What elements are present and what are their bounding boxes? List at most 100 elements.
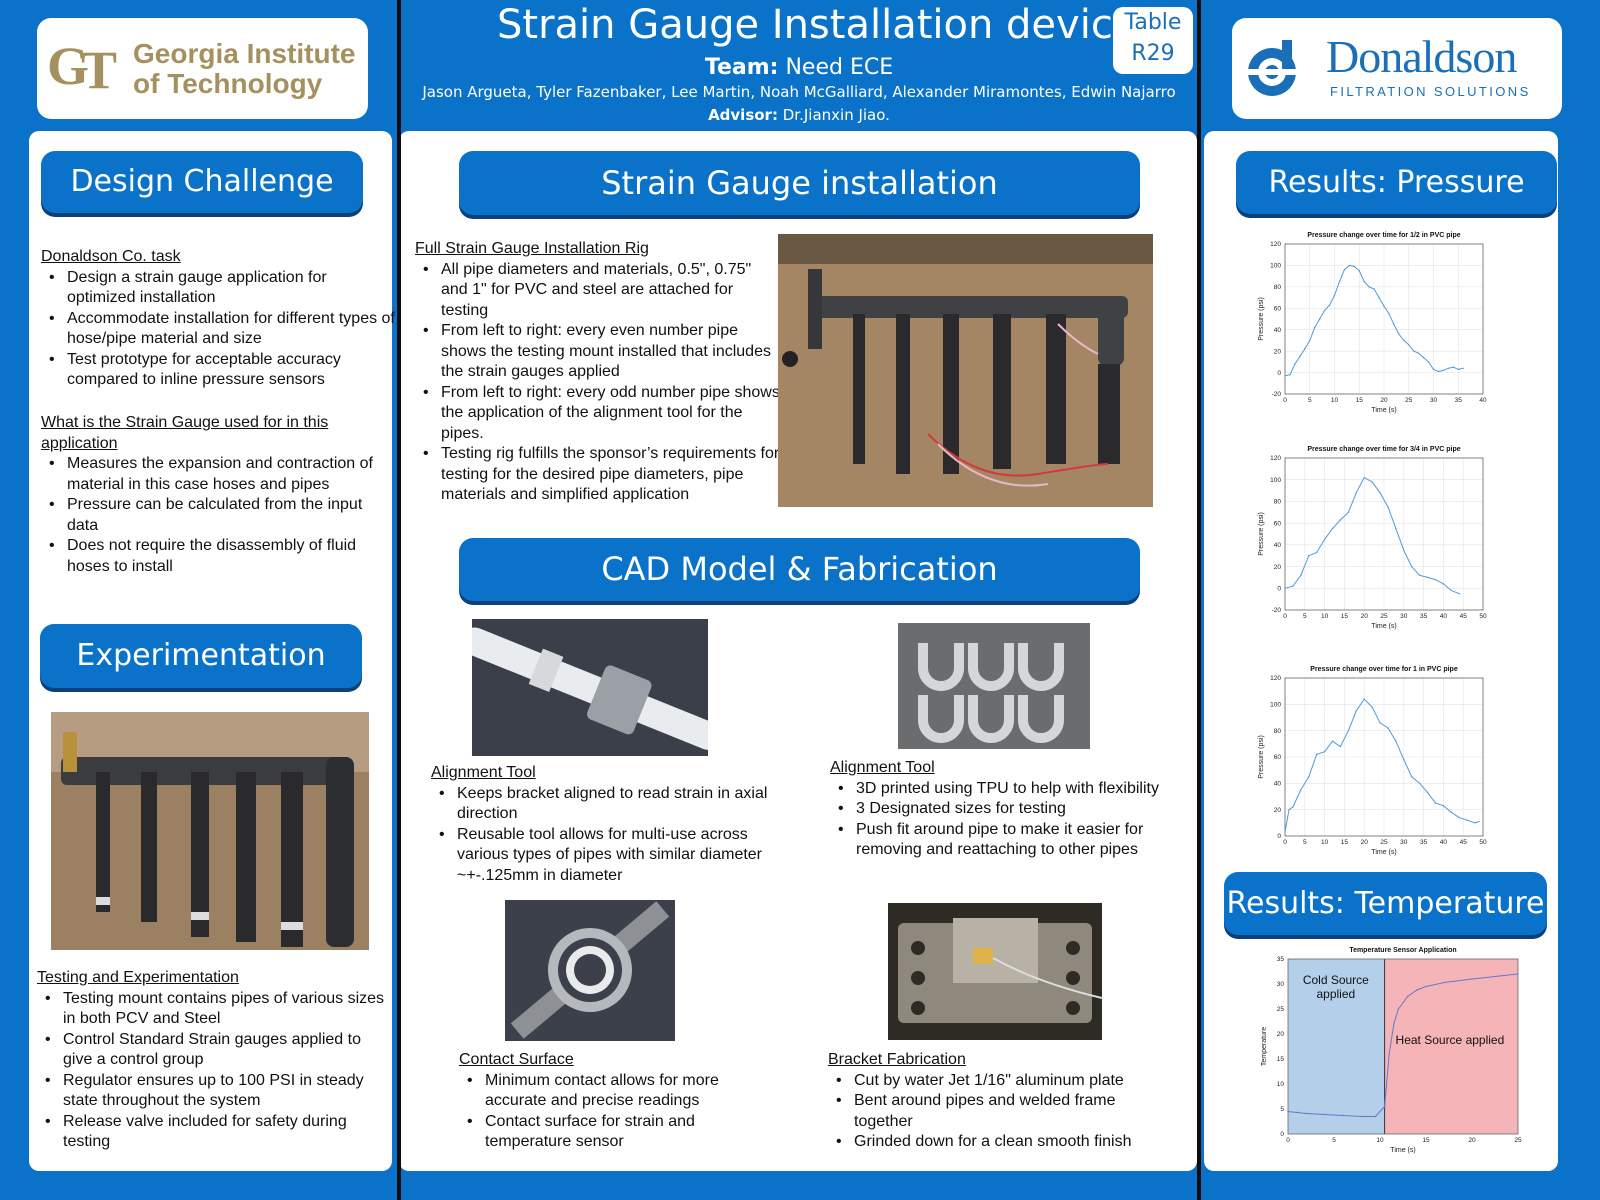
data-point <box>1466 819 1468 821</box>
installation-rig-photo <box>778 234 1153 507</box>
x-tick-label: 35 <box>1455 397 1463 404</box>
data-point <box>1403 339 1405 342</box>
alignment-tool-cad-image <box>472 619 708 756</box>
data-point <box>1371 706 1373 708</box>
y-tick-label: 40 <box>1274 542 1282 549</box>
x-tick-label: 40 <box>1440 839 1448 846</box>
list-item: 3 Designated sizes for testing <box>838 799 1190 820</box>
bracket-heading: Bracket Fabrication <box>828 1051 966 1068</box>
data-point <box>1339 745 1342 748</box>
y-tick-label: 40 <box>1274 781 1282 788</box>
y-tick-label: 0 <box>1277 370 1281 377</box>
data-point <box>1395 740 1397 742</box>
task-list: Design a strain gauge application for op… <box>41 268 396 391</box>
x-tick-label: 20 <box>1361 839 1369 846</box>
x-tick-label: 10 <box>1331 397 1339 404</box>
data-point <box>1387 506 1389 508</box>
x-tick-label: 25 <box>1380 839 1388 846</box>
data-point <box>1498 975 1501 977</box>
data-point <box>1308 776 1310 778</box>
list-item: Testing mount contains pipes of various … <box>45 989 392 1030</box>
y-tick-label: 40 <box>1274 327 1282 334</box>
donaldson-name: Donaldson <box>1326 31 1517 82</box>
y-tick-label: 0 <box>1280 1131 1284 1138</box>
x-tick-label: 30 <box>1430 397 1438 404</box>
list-item: Testing rig fulfills the sponsor’s requi… <box>423 444 780 506</box>
data-point <box>1393 323 1395 326</box>
donaldson-tagline: FILTRATION SOLUTIONS <box>1330 84 1531 99</box>
data-point <box>1308 555 1310 557</box>
data-point <box>1363 280 1365 283</box>
list-item: All pipe diameters and materials, 0.5", … <box>423 260 780 322</box>
series-line <box>1287 973 1519 1117</box>
data-point <box>1299 355 1301 358</box>
usage-list: Measures the expansion and contraction o… <box>41 454 396 577</box>
data-point <box>1289 374 1291 376</box>
data-point <box>1284 587 1286 589</box>
data-point <box>1360 1115 1363 1118</box>
poster-title: Strain Gauge Installation device <box>497 2 1138 48</box>
y-tick-label: 60 <box>1274 754 1282 761</box>
team-members: Jason Argueta, Tyler Fazenbaker, Lee Mar… <box>422 83 1176 101</box>
x-tick-label: 0 <box>1283 397 1287 404</box>
list-item: Control Standard Strain gauges applied t… <box>45 1030 392 1071</box>
x-tick-label: 10 <box>1321 613 1329 620</box>
heat-source-annotation: Heat Source applied <box>1396 1033 1505 1047</box>
svg-text:G: G <box>47 38 89 94</box>
data-point <box>1411 776 1413 778</box>
x-tick-label: 45 <box>1460 839 1468 846</box>
x-tick-label: 15 <box>1356 397 1364 404</box>
data-point <box>1417 352 1420 354</box>
data-point <box>1339 519 1342 521</box>
data-point <box>1406 995 1409 998</box>
data-point <box>1471 978 1473 980</box>
data-point <box>1304 348 1306 350</box>
data-point <box>1343 269 1346 271</box>
data-point <box>1395 527 1397 530</box>
y-tick-label: 80 <box>1274 284 1282 291</box>
y-tick-label: 60 <box>1274 520 1282 527</box>
data-point <box>1397 1008 1400 1010</box>
x-tick-label: 25 <box>1380 613 1388 620</box>
data-point <box>1425 985 1427 988</box>
contact-surface-section: Contact Surface Minimum contact allows f… <box>459 1050 769 1153</box>
y-tick-label: 0 <box>1277 585 1281 592</box>
pressure-chart-one-inch: Pressure change over time for 1 in PVC p… <box>1255 664 1495 862</box>
alignment-list: Keeps bracket aligned to read strain in … <box>431 784 781 887</box>
data-point <box>1387 727 1389 729</box>
y-axis-label: Pressure (psi) <box>1258 512 1265 556</box>
y-tick-label: 100 <box>1270 702 1281 709</box>
donaldson-task-section: Donaldson Co. task Design a strain gauge… <box>41 247 396 391</box>
data-point <box>1427 361 1430 363</box>
x-axis-label: Time (s) <box>1371 849 1396 856</box>
y-tick-label: 30 <box>1277 981 1285 988</box>
data-point <box>1358 270 1360 272</box>
data-point <box>1342 1114 1344 1117</box>
pressure-chart-three-quarter-inch: Pressure change over time for 3/4 in PVC… <box>1255 444 1495 636</box>
data-point <box>1324 1113 1326 1116</box>
alignment-tool-printed-photo <box>898 623 1090 749</box>
data-point <box>1294 363 1296 365</box>
list-item: Push fit around pipe to make it easier f… <box>838 820 1190 861</box>
gt-name-line1: Georgia Institute <box>133 38 356 69</box>
y-tick-label: -20 <box>1272 391 1282 398</box>
y-tick-label: 15 <box>1277 1056 1285 1063</box>
list-item: Does not require the disassembly of flui… <box>49 536 396 577</box>
data-point <box>1355 492 1357 494</box>
data-point <box>1331 740 1334 742</box>
data-point <box>1447 367 1450 369</box>
y-tick-label: 20 <box>1274 348 1282 355</box>
data-point <box>1379 492 1381 494</box>
list-item: From left to right: every even number pi… <box>423 321 780 383</box>
data-point <box>1517 973 1519 975</box>
list-item: Grinded down for a clean smooth finish <box>836 1132 1173 1153</box>
data-point <box>1368 286 1370 288</box>
data-point <box>1434 578 1437 581</box>
advisor-line: Advisor: Dr.Jianxin Jiao. <box>402 106 1196 124</box>
data-point <box>1305 1112 1308 1115</box>
design-challenge-banner: Design Challenge <box>41 151 363 213</box>
data-point <box>1287 1110 1289 1113</box>
svg-text:T: T <box>81 40 117 94</box>
